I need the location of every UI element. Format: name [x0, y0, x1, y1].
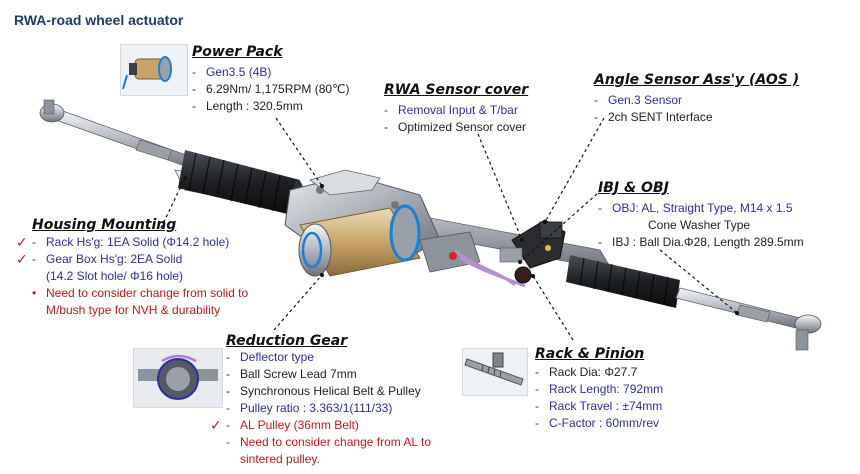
housing-mounting-line-3: (14.2 Slot hole/ Φ16 hole) [46, 269, 183, 283]
rack-pinion-line-2: -Rack Length: 792mm [535, 382, 664, 396]
rwa-sensor-cover-title: RWA Sensor cover [384, 82, 529, 98]
right-boot [566, 255, 680, 308]
sensor-cover [499, 219, 566, 284]
rack-pinion-line-4: -C-Factor : 60mm/rev [535, 416, 660, 430]
reduction-gear-title: Reduction Gear [226, 333, 348, 349]
check-icon: ✓ [210, 417, 222, 433]
rwa-sensor-cover-line-1: -Removal Input & T/bar [384, 103, 518, 117]
power-pack-title: Power Pack [192, 44, 283, 60]
page-title: RWA-road wheel actuator [14, 12, 184, 28]
power-pack-motor [298, 204, 526, 288]
rack-pinion-section: Rack & Pinion -Rack Dia: Φ27.7 -Rack Len… [535, 346, 663, 432]
ibj-obj-line-2: Cone Washer Type [648, 218, 751, 232]
rwa-sensor-cover-line-2: -Optimized Sensor cover [384, 120, 527, 134]
angle-sensor-line-1: -Gen.3 Sensor [594, 93, 683, 107]
right-tie-rod [675, 287, 822, 351]
angle-sensor-section: Angle Sensor Ass'y (AOS ) -Gen.3 Sensor … [594, 72, 799, 126]
ibj-obj-line-3: -IBJ : Ball Dia.Φ28, Length 289.5mm [598, 235, 804, 249]
power-pack-section: Power Pack -Gen3.5 (4B) -6.29Nm/ 1,175RP… [192, 44, 350, 115]
reduction-gear-thumbnail [133, 348, 223, 408]
housing-mounting-line-1: ✓-Rack Hs'g: 1EA Solid (Φ14.2 hole) [16, 234, 230, 250]
power-pack-thumbnail [120, 44, 188, 96]
ibj-obj-title: IBJ & OBJ [598, 180, 669, 196]
rack-pinion-line-3: -Rack Travel : ±74mm [535, 399, 663, 413]
rack-pinion-thumbnail [462, 348, 528, 396]
angle-sensor-title: Angle Sensor Ass'y (AOS ) [594, 72, 800, 88]
reduction-gear-line-6: -Need to consider change from AL to [226, 435, 432, 449]
check-icon: ✓ [16, 251, 28, 267]
housing-mounting-title: Housing Mounting [32, 217, 177, 233]
power-pack-line-3: -Length : 320.5mm [192, 99, 303, 113]
ibj-obj-line-1: -OBJ: AL, Straight Type, M14 x 1.5 [598, 201, 793, 215]
housing-mounting-line-2: ✓-Gear Box Hs'g: 2EA Solid [16, 251, 183, 267]
rack-pinion-line-1: -Rack Dia: Φ27.7 [535, 365, 638, 379]
ibj-obj-section: IBJ & OBJ -OBJ: AL, Straight Type, M14 x… [598, 180, 804, 251]
housing-mounting-line-4: •Need to consider change from solid to [32, 286, 249, 300]
reduction-gear-line-5: ✓-AL Pulley (36mm Belt) [210, 417, 359, 433]
reduction-gear-line-2: -Ball Screw Lead 7mm [226, 367, 357, 381]
housing-mounting-line-5: M/bush type for NVH & durability [46, 303, 221, 317]
power-pack-line-1: -Gen3.5 (4B) [192, 65, 272, 79]
reduction-gear-line-4: -Pulley ratio : 3.363/1(111/33) [226, 401, 393, 415]
rwa-sensor-cover-section: RWA Sensor cover -Removal Input & T/bar … [384, 82, 528, 136]
check-icon: ✓ [16, 234, 28, 250]
reduction-gear-line-3: -Synchronous Helical Belt & Pulley [226, 384, 421, 398]
left-tie-rod [39, 99, 201, 171]
reduction-gear-section: Reduction Gear -Deflector type -Ball Scr… [210, 333, 432, 468]
reduction-gear-line-7: sintered pulley. [240, 452, 320, 466]
reduction-gear-line-1: -Deflector type [226, 350, 315, 364]
left-boot [178, 150, 304, 216]
leader-lines [160, 117, 738, 341]
housing-mounting-section: Housing Mounting ✓-Rack Hs'g: 1EA Solid … [16, 217, 249, 319]
power-pack-line-2: -6.29Nm/ 1,175RPM (80℃) [192, 82, 350, 96]
rack-pinion-title: Rack & Pinion [535, 346, 645, 362]
angle-sensor-line-2: -2ch SENT Interface [594, 110, 713, 124]
